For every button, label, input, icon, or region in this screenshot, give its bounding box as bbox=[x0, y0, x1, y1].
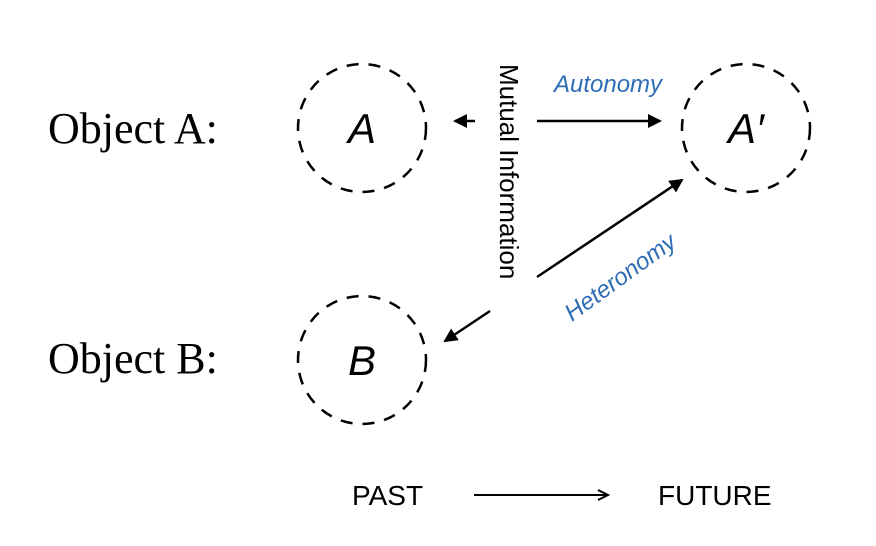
mutual-information-label: Mutual Information bbox=[494, 64, 524, 279]
object-b-label: Object B: bbox=[48, 334, 218, 383]
node-a-circle bbox=[296, 62, 428, 194]
heteronomy-arrow-to-b bbox=[443, 309, 491, 343]
node-a-prime: A′ bbox=[680, 62, 812, 194]
heteronomy-arrow-to-a-prime bbox=[536, 178, 684, 279]
node-a-prime-circle bbox=[680, 62, 812, 194]
autonomy-label: Autonomy bbox=[552, 71, 664, 98]
object-a-label: Object A: bbox=[48, 104, 218, 153]
node-a: A bbox=[296, 62, 428, 194]
node-b-label: B bbox=[348, 337, 376, 384]
timeline-future-label: FUTURE bbox=[658, 480, 772, 511]
timeline-past-label: PAST bbox=[352, 480, 423, 511]
node-b: B bbox=[296, 294, 428, 426]
node-b-circle bbox=[296, 294, 428, 426]
heteronomy-label: Heteronomy bbox=[560, 227, 683, 327]
node-a-label: A bbox=[345, 105, 376, 152]
node-a-prime-label: A′ bbox=[725, 105, 766, 152]
